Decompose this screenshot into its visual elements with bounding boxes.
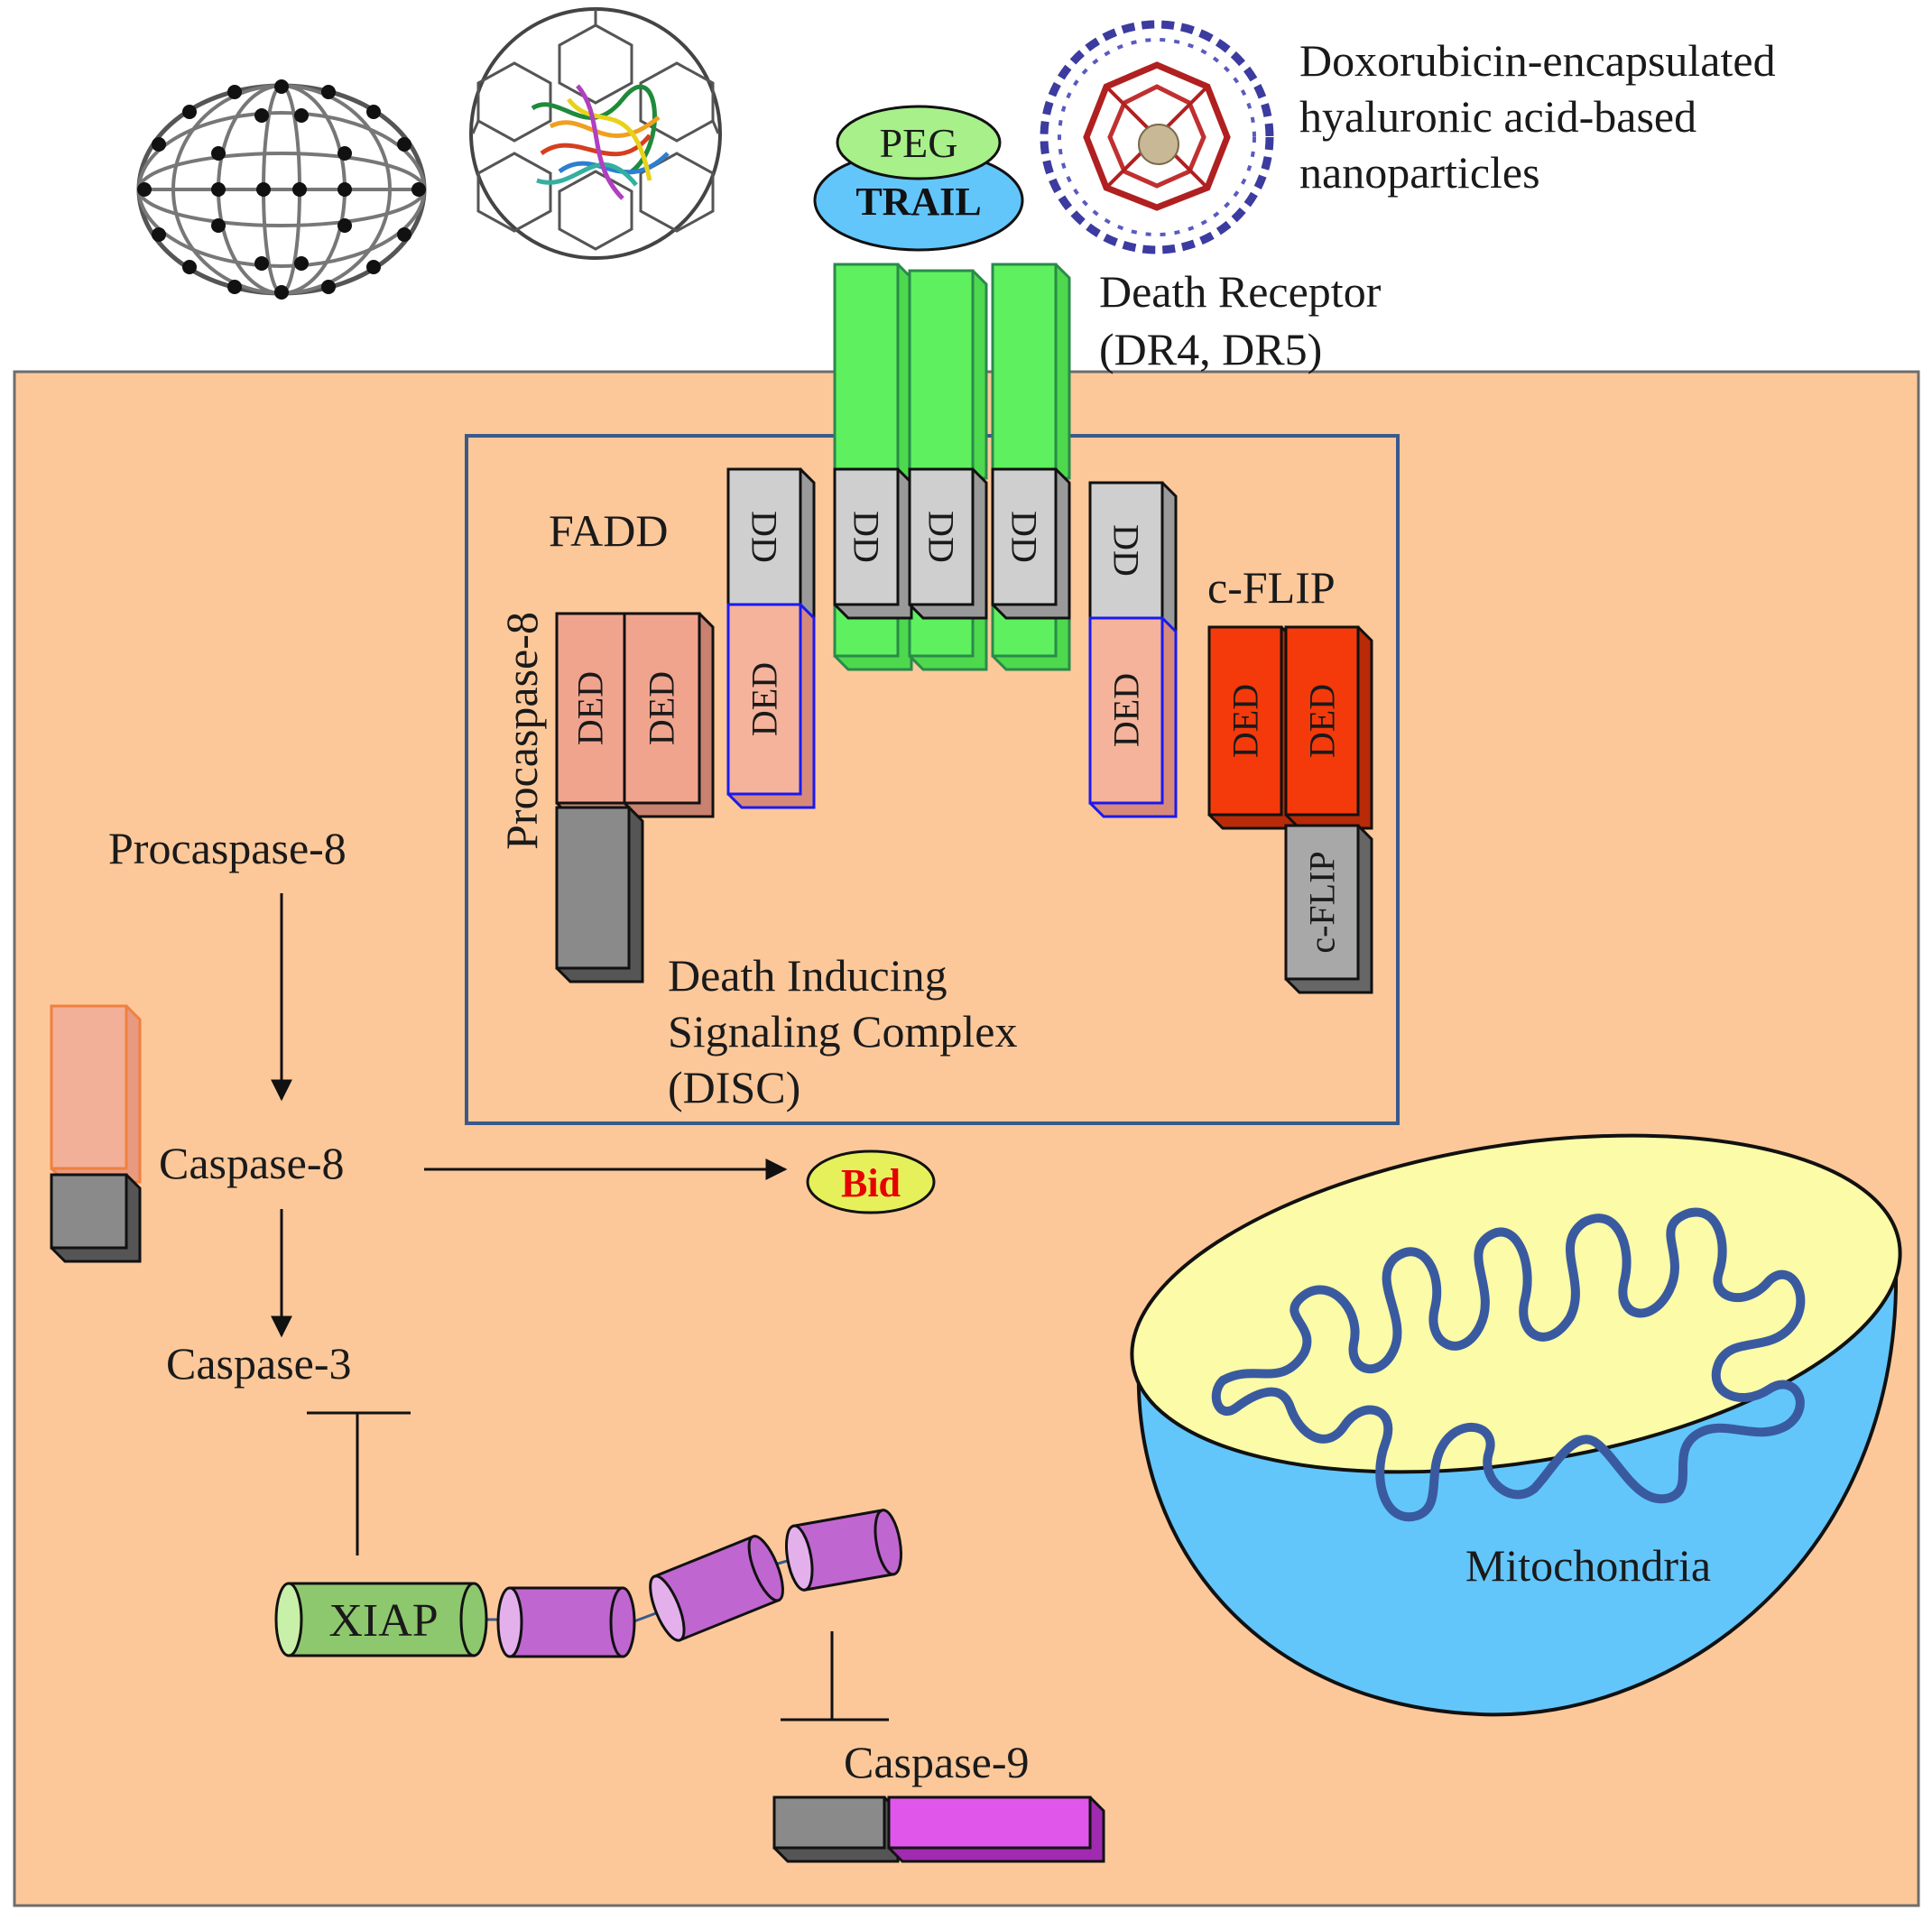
bid-node: Bid [806,1149,936,1214]
receptor-column-2 [908,269,988,671]
cflip-label: c-FLIP [1207,562,1336,613]
caspase9-label: Caspase-9 [844,1737,1030,1787]
nanoparticle-label-line1: Doxorubicin-encapsulated [1299,35,1776,86]
xiap-bir2-domain [496,1586,636,1658]
trail-label: TRAIL [855,180,981,224]
receptor-column-3 [991,263,1071,671]
disc-label-line1: Death Inducing [668,950,948,1001]
xiap-ring-domain [785,1509,902,1592]
nanoparticle-icon [1040,20,1274,254]
death-receptor-label-line2: (DR4, DR5) [1099,324,1322,374]
ded-label: DED [1106,673,1147,747]
mitochondria-label: Mitochondria [1465,1540,1711,1591]
caspase9-icon [772,1795,1105,1863]
cflip-ded-2: DED [1284,625,1373,830]
mitochondrion: Mitochondria [1130,1133,1902,1717]
fadd-left-ded: DED [726,603,816,809]
xiap-protein: XIAP [274,1509,902,1658]
receptor-dd-1: DD [833,467,913,620]
dd-label: DD [921,511,962,563]
xiap-bir3-domain [649,1535,784,1642]
cflip-catalytic-domain: c-FLIP [1284,824,1373,994]
xiap-bir1-domain: XIAP [274,1582,488,1657]
nanoparticle-label-line2: hyaluronic acid-based [1299,91,1696,142]
fadd-right-ded: DED [1088,616,1178,818]
procaspase8-ded-2: DED [623,612,715,818]
fullerene-cage-icon [136,79,427,300]
nanoparticle-label-line3: nanoparticles [1299,147,1540,198]
procaspase8-label: Procaspase-8 [108,823,347,873]
ded-label: DED [1302,684,1343,758]
cflip-ded-1: DED [1207,625,1297,830]
death-receptor-label-line1: Death Receptor [1099,266,1382,317]
dd-label: DD [1106,524,1147,577]
receptor-dd-2: DD [908,467,988,620]
procaspase8-catalytic-domain [555,806,644,983]
ded-label: DED [744,662,785,736]
caspase8-label: Caspase-8 [159,1138,345,1188]
ded-label: DED [642,671,682,745]
protein-loaded-fullerene-icon [469,7,722,260]
bid-label: Bid [841,1161,901,1205]
trail-ligand: TRAIL [813,149,1024,252]
disc-label-line2: Signaling Complex [668,1006,1018,1057]
peg-coating: PEG [836,105,1002,180]
fadd-right-dd: DD [1088,481,1178,633]
ded-label: DED [1225,684,1266,758]
procaspase8-vertical-label: Procaspase-8 [496,612,547,850]
disc-label-line3: (DISC) [668,1062,800,1112]
fadd-left-dd: DD [726,467,816,620]
dd-label: DD [744,511,785,563]
cristae-membrane [1211,1207,1806,1522]
cflip-box-label: c-FLIP [1302,851,1343,953]
caspase3-label: Caspase-3 [166,1338,352,1389]
ded-label: DED [570,671,611,745]
caspase8-icon [50,1004,142,1263]
receptor-dd-3: DD [991,467,1071,620]
dd-label: DD [1004,511,1045,563]
peg-label: PEG [880,120,958,166]
death-receptor-trimer [833,263,1071,671]
fadd-label: FADD [549,505,668,556]
dd-label: DD [846,511,887,563]
xiap-label: XIAP [328,1595,438,1647]
